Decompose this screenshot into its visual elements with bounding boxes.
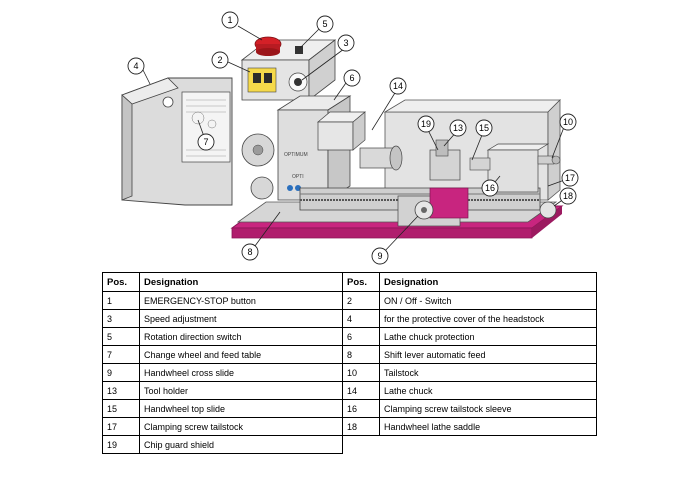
designation-cell: Lathe chuck protection [379, 327, 597, 346]
table-row: 15 Handwheel top slide 16 Clamping screw… [102, 399, 597, 418]
callout-1: 1 [227, 15, 232, 25]
tray-front [231, 227, 533, 239]
callout-6: 6 [349, 73, 354, 83]
empty-cell [343, 436, 380, 454]
designation-cell: Clamping screw tailstock sleeve [379, 399, 597, 418]
pos-cell: 17 [102, 417, 140, 436]
designation-cell: Handwheel lathe saddle [379, 417, 597, 436]
header-pos-left: Pos. [102, 272, 140, 292]
change-wheel-table [181, 91, 231, 163]
change-gears [241, 133, 275, 200]
pos-cell: 14 [342, 381, 380, 400]
control-box [240, 36, 337, 101]
designation-cell: Tailstock [379, 363, 597, 382]
pos-cell: 15 [102, 399, 140, 418]
callout-16-circle [481, 179, 499, 197]
callout-8: 8 [247, 247, 252, 257]
header-pos-right: Pos. [342, 272, 380, 292]
headstock-brand-label: OPTIMUM [284, 152, 308, 158]
callout-19: 19 [421, 119, 431, 129]
header-designation-right: Designation [379, 272, 597, 292]
pos-cell: 16 [342, 399, 380, 418]
callout-13-circle [449, 119, 467, 137]
pos-cell: 4 [342, 309, 380, 328]
callout-5-circle [316, 15, 334, 33]
callout-9-circle [371, 247, 389, 265]
designation-cell: Change wheel and feed table [139, 345, 343, 364]
callout-15: 15 [479, 123, 489, 133]
table-row: 7 Change wheel and feed table 8 Shift le… [102, 345, 597, 364]
designation-cell: Handwheel cross slide [139, 363, 343, 382]
table-row: 17 Clamping screw tailstock 18 Handwheel… [102, 417, 597, 436]
pos-cell: 18 [342, 417, 380, 436]
designation-cell: for the protective cover of the headstoc… [379, 309, 597, 328]
callout-18: 18 [563, 191, 573, 201]
pos-cell: 9 [102, 363, 140, 382]
pos-cell: 1 [102, 291, 140, 310]
callout-18-circle [559, 187, 577, 205]
table-row: 1 EMERGENCY-STOP button 2 ON / Off - Swi… [102, 291, 597, 310]
table-row: 5 Rotation direction switch 6 Lathe chuc… [102, 327, 597, 346]
designation-cell: ON / Off - Switch [379, 291, 597, 310]
callout-7-circle [197, 133, 215, 151]
callout-3-circle [337, 34, 355, 52]
table-row: 19 Chip guard shield [102, 435, 597, 454]
callout-3: 3 [343, 38, 348, 48]
designation-cell: Clamping screw tailstock [139, 417, 343, 436]
pos-cell: 13 [102, 381, 140, 400]
headstock-model-label: OPTI [292, 174, 304, 180]
lathe-chuck-protection [317, 111, 366, 151]
designation-cell: Speed adjustment [139, 309, 343, 328]
callout-14: 14 [393, 81, 403, 91]
pos-cell: 6 [342, 327, 380, 346]
callout-19-circle [417, 115, 435, 133]
empty-cell [380, 436, 597, 454]
callout-15-circle [475, 119, 493, 137]
pos-cell: 7 [102, 345, 140, 364]
designation-cell: Tool holder [139, 381, 343, 400]
callout-7: 7 [203, 137, 208, 147]
callout-10: 10 [563, 117, 573, 127]
rotation-direction-switch [295, 46, 303, 54]
pos-cell: 10 [342, 363, 380, 382]
callout-10-circle [559, 113, 577, 131]
lathe-chuck [359, 145, 403, 171]
pos-cell: 8 [342, 345, 380, 364]
designation-cell: Lathe chuck [379, 381, 597, 400]
table-row: 9 Handwheel cross slide 10 Tailstock [102, 363, 597, 382]
pos-cell: 5 [102, 327, 140, 346]
callout-1-circle [221, 11, 239, 29]
callout-6-circle [343, 69, 361, 87]
parts-table: Pos. Designation Pos. Designation 1 EMER… [102, 272, 597, 454]
designation-cell: Chip guard shield [139, 435, 343, 454]
callout-9: 9 [377, 251, 382, 261]
callout-4-circle [127, 57, 145, 75]
callout-17: 17 [565, 173, 575, 183]
callout-4: 4 [133, 61, 138, 71]
callout-13: 13 [453, 123, 463, 133]
saddle-apron [397, 187, 469, 227]
handwheel-lathe-saddle [539, 201, 557, 219]
designation-cell: Handwheel top slide [139, 399, 343, 418]
table-header-row: Pos. Designation Pos. Designation [102, 272, 597, 292]
lathe-figure: OPTIMUM OPTI [121, 11, 579, 265]
callout-2: 2 [217, 55, 222, 65]
callout-17-circle [561, 169, 579, 187]
callout-14-circle [389, 77, 407, 95]
designation-cell: Shift lever automatic feed [379, 345, 597, 364]
callout-16: 16 [485, 183, 495, 193]
tool-holder [429, 139, 461, 181]
designation-cell: EMERGENCY-STOP button [139, 291, 343, 310]
callout-2-circle [211, 51, 229, 69]
table-row: 3 Speed adjustment 4 for the protective … [102, 309, 597, 328]
table-row: 13 Tool holder 14 Lathe chuck [102, 381, 597, 400]
pos-cell: 2 [342, 291, 380, 310]
pos-cell: 19 [102, 435, 140, 454]
callout-5: 5 [322, 19, 327, 29]
pos-cell: 3 [102, 309, 140, 328]
callout-8-circle [241, 243, 259, 261]
header-designation-left: Designation [139, 272, 343, 292]
designation-cell: Rotation direction switch [139, 327, 343, 346]
